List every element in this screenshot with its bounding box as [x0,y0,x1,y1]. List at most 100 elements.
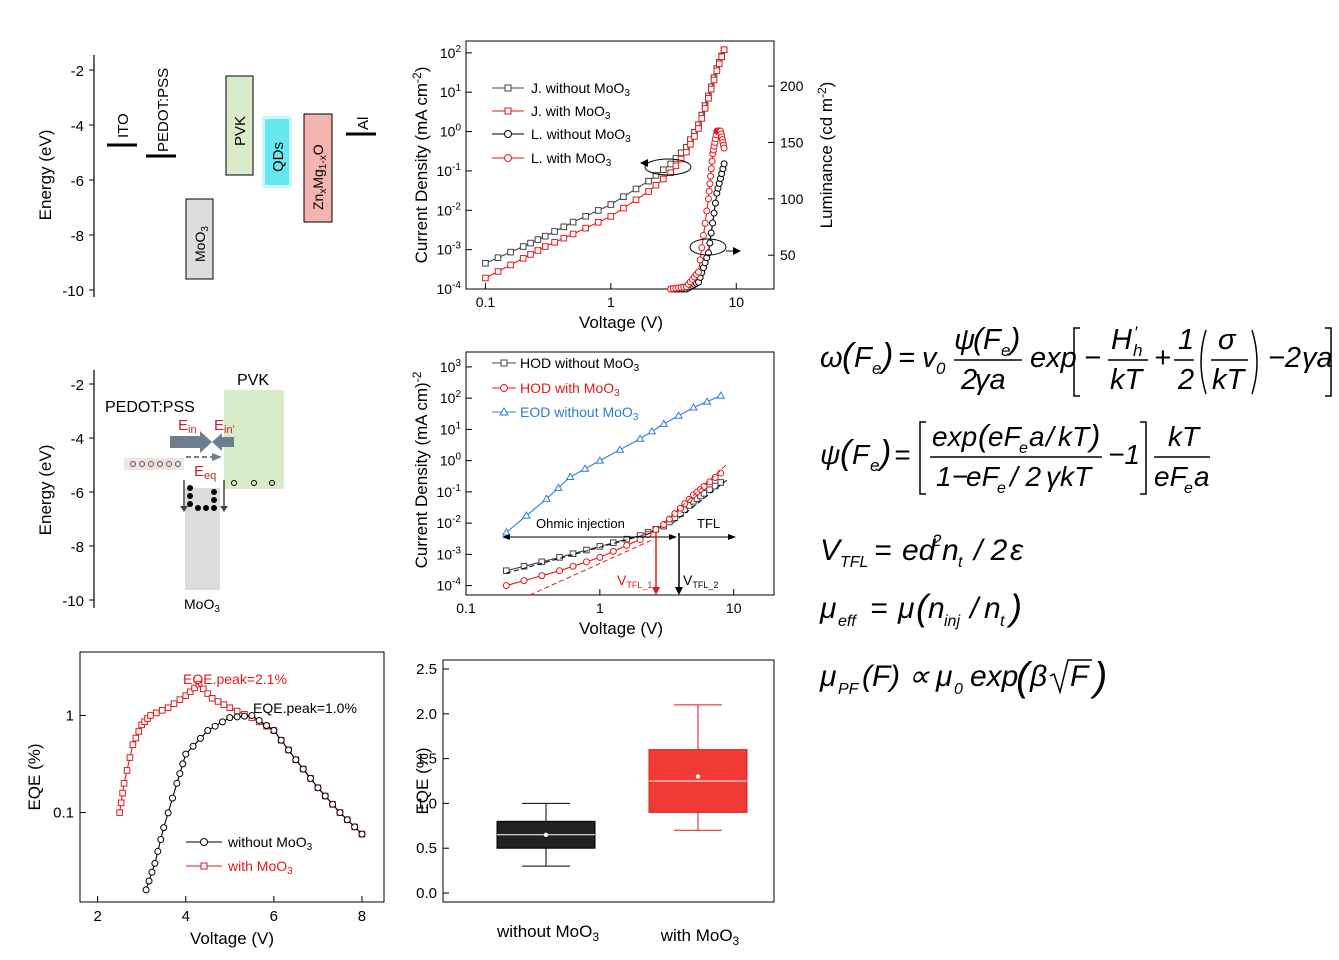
ytick-label: -6 [71,485,84,502]
svg-text:F: F [872,660,892,693]
svg-text:inj: inj [944,613,960,630]
hod-without-point [583,546,590,554]
svg-text:kT: kT [1058,421,1091,452]
xtick-label: 10 [728,294,744,310]
eqe-without-point [336,809,344,817]
hod-with-point [569,562,577,570]
j-with-point [660,175,667,183]
eqe-without-point [157,836,165,844]
svg-text:/ 2: / 2 [1008,461,1042,492]
j-with-point [569,230,577,238]
eod-without-point [702,397,712,405]
legend-l-without: L. without MoO3 [492,126,631,145]
ytick-label: 10-3 [437,545,462,562]
svg-text:F: F [854,342,874,374]
eqev-plot-area [116,680,366,894]
holes-pedot [130,461,181,467]
hod-without-point [717,479,725,486]
eqe-with-point [123,767,131,774]
eod-without-point [689,403,698,411]
svg-text:0: 0 [936,359,946,378]
eqe-without-point [270,726,278,734]
xtick-label: 0.1 [476,294,496,310]
eqe-with-point [195,680,203,688]
l-without-point [707,229,715,237]
legend-hod-without: HOD without MoO3 [492,355,640,374]
svg-text:EOD without MoO3: EOD without MoO3 [520,404,639,423]
l-with-point [698,244,706,252]
eqe-with-point [204,690,212,697]
svg-text:e: e [997,480,1006,497]
sclc-xlabel: Voltage (V) [579,619,663,638]
svg-text:n: n [942,534,959,567]
svg-text:eF: eF [966,461,1001,492]
ytick-label: 10-3 [437,241,462,258]
j-with-point [667,169,674,177]
j-without-point [534,236,542,243]
j-without-point [541,232,549,240]
ytick-label: 1.0 [416,795,437,812]
svg-text:+: + [1154,342,1171,374]
hod-with-point [660,521,668,529]
ytick-label: 0.0 [416,885,437,902]
j-with-point [582,224,589,232]
ytick-label: -8 [71,539,84,556]
j-with-point [677,155,685,163]
qds-label: QDs [270,142,287,172]
xtick-label: 10 [726,600,742,616]
eqe-without-point [211,722,219,730]
ytick-label: 102 [440,389,462,406]
l-with-point [703,207,711,215]
l-without-point [720,160,728,168]
eqe-without-point [255,716,263,724]
j-without-point [494,254,502,262]
j-with-point [541,243,549,250]
j-with-point [720,46,728,54]
moo3-block [185,198,214,280]
eqe-without-point [321,792,329,800]
eqe-without-point [142,886,150,894]
eqe-without-point [351,823,359,831]
l-with-point [707,165,715,173]
eqe-without-point [248,711,256,719]
svg-text:e: e [1019,440,1028,457]
j-with-point [594,218,602,226]
svg-text:t: t [1000,613,1005,630]
j-with-point [707,85,715,93]
svg-text:−: − [1084,342,1101,374]
l-without-point [710,209,718,217]
eqe-with-point [191,684,198,692]
eqe-without-point [226,714,234,722]
svg-text:h: h [1133,341,1142,360]
svg-text:with MoO3: with MoO3 [227,858,293,877]
svg-text:HOD without MoO3: HOD without MoO3 [520,355,640,374]
eqe-without-point [154,847,162,855]
peak-without-label: EQE.peak=1.0% [253,700,357,716]
l-with-point [696,256,704,264]
fit-ohmic-with [529,538,654,596]
svg-text:): ) [876,434,891,472]
hod-with-point [652,526,660,534]
eqe-without-point [307,774,315,782]
eqe-with-point [220,701,228,708]
eod-without-point [647,426,657,435]
j-with-point [695,125,702,132]
j-with-point [632,196,640,204]
mean-point [543,832,549,837]
vtfl1-label: VTFL_1 [617,572,652,590]
svg-text:β: β [1029,660,1047,693]
eqe-without-point [204,726,212,734]
legend-j-with: J. with MoO3 [492,103,611,122]
peak-with-label: EQE.peak=2.1% [183,671,287,687]
al-label: Al [355,117,372,130]
sclc-ylabel: Current Density (mA cm)-2 [410,371,431,568]
y2tick-label: 200 [780,78,804,94]
svg-text:μ: μ [935,660,952,693]
svg-text:ε: ε [1010,534,1024,567]
l-with-point [699,231,707,239]
eqe-with-point [147,712,154,719]
